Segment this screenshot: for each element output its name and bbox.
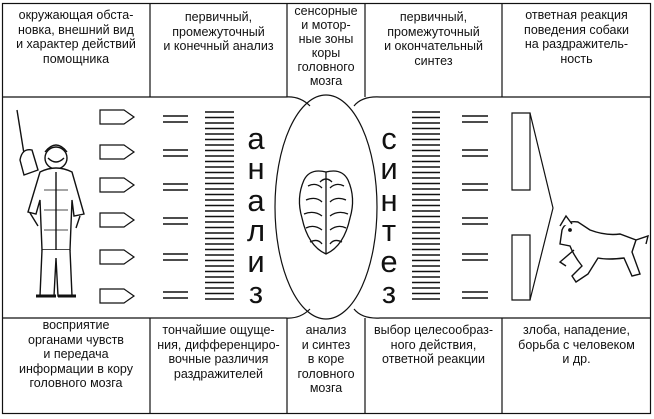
person-in-protective-suit-icon (16, 109, 85, 298)
band-top-left (2, 96, 311, 107)
synthesis-letter: н (380, 183, 398, 218)
pointer-pentagon (99, 144, 136, 160)
band-bottom-left (2, 308, 311, 319)
pointer-pentagon (99, 249, 136, 265)
band-bottom-right (353, 308, 651, 319)
analysis-letter: а (247, 183, 265, 218)
attacking-dog-icon (558, 214, 649, 283)
response-arrow (511, 112, 531, 301)
analysis-letter: л (246, 213, 266, 248)
top-label-environment: окружающая обста- новка, внешний вид и х… (16, 8, 136, 66)
pointer-pentagon (99, 212, 136, 228)
analysis-letter: а (247, 121, 265, 156)
top-label-dog-response: ответная реакция поведения собаки на раз… (524, 8, 629, 66)
top-label-synthesis: первичный, промежуточный и окончательный… (384, 10, 483, 68)
top-label-cortex-zones: сенсорные и мотор- ные зоны коры головно… (294, 4, 358, 88)
bottom-label-action-choice: выбор целесообраз- ного действия, ответн… (373, 323, 494, 366)
central-oval (274, 94, 378, 320)
response-arrow-head (529, 112, 554, 301)
bottom-label-aggression: злоба, нападение, борьба с человеком и д… (518, 323, 635, 366)
synthesis-letter: и (380, 151, 398, 186)
synthesis-letter: с (381, 121, 397, 156)
brain-icon (298, 170, 354, 255)
band-top-right (353, 96, 651, 107)
pointer-pentagon (99, 288, 136, 304)
bottom-label-cortex-analysis: анализ и синтез в коре головного мозга (297, 323, 355, 395)
pointer-pentagon (99, 109, 136, 125)
bottom-label-perception: восприятие органами чувств и передача ин… (19, 318, 133, 390)
analysis-letter: з (248, 275, 264, 310)
bottom-label-sensations: тончайшие ощуще- ния, дифференциро- вочн… (157, 323, 280, 381)
synthesis-letter: з (381, 275, 397, 310)
top-label-analysis: первичный, промежуточный и конечный анал… (163, 10, 274, 53)
pointer-pentagon (99, 177, 136, 193)
analysis-letter: н (247, 151, 265, 186)
synthesis-letter: е (380, 244, 398, 279)
synthesis-letter: т (381, 213, 397, 248)
analysis-letter: и (247, 244, 265, 279)
